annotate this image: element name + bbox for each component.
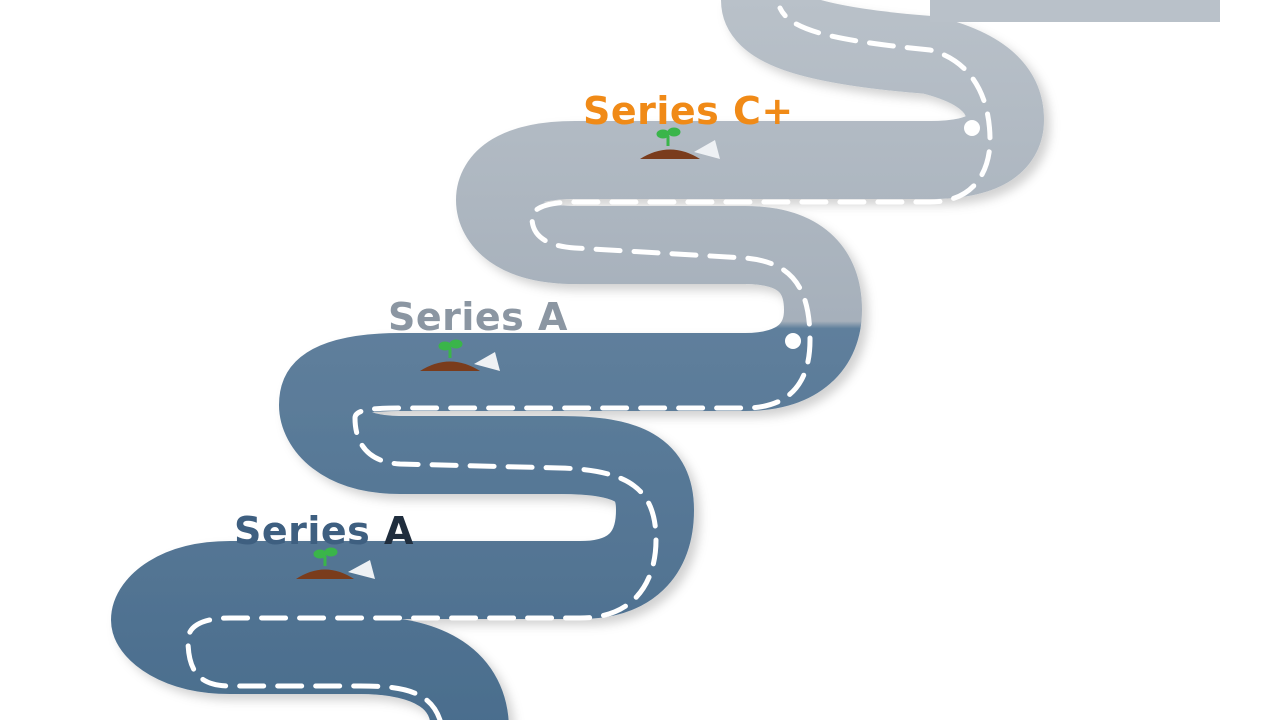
road-marker-icon	[785, 333, 801, 349]
milestone-label-bottom: Series A	[234, 512, 414, 550]
sprout-icon	[656, 127, 681, 146]
road-marker-icon	[964, 120, 980, 136]
dirt-mound-icon	[296, 569, 354, 579]
milestone-top-marker	[640, 127, 720, 159]
milestone-middle-marker	[420, 339, 500, 371]
milestone-bottom-marker	[296, 547, 375, 579]
dirt-mound-icon	[420, 361, 480, 371]
milestone-label-main: Series C+	[583, 89, 794, 133]
milestone-label-top: Series C+	[583, 92, 794, 130]
road-center-dashes	[185, 5, 993, 723]
milestone-label-middle: Series A	[388, 298, 568, 336]
road-body	[110, 0, 1045, 724]
dirt-mound-icon	[640, 149, 700, 159]
milestone-label-main: Series	[234, 509, 385, 553]
milestone-label-suffix: A	[384, 509, 414, 553]
sprout-icon	[438, 339, 463, 358]
milestone-label-main: Series A	[388, 295, 568, 339]
road-top-segment	[930, 0, 1220, 22]
sprout-icon	[313, 547, 338, 566]
